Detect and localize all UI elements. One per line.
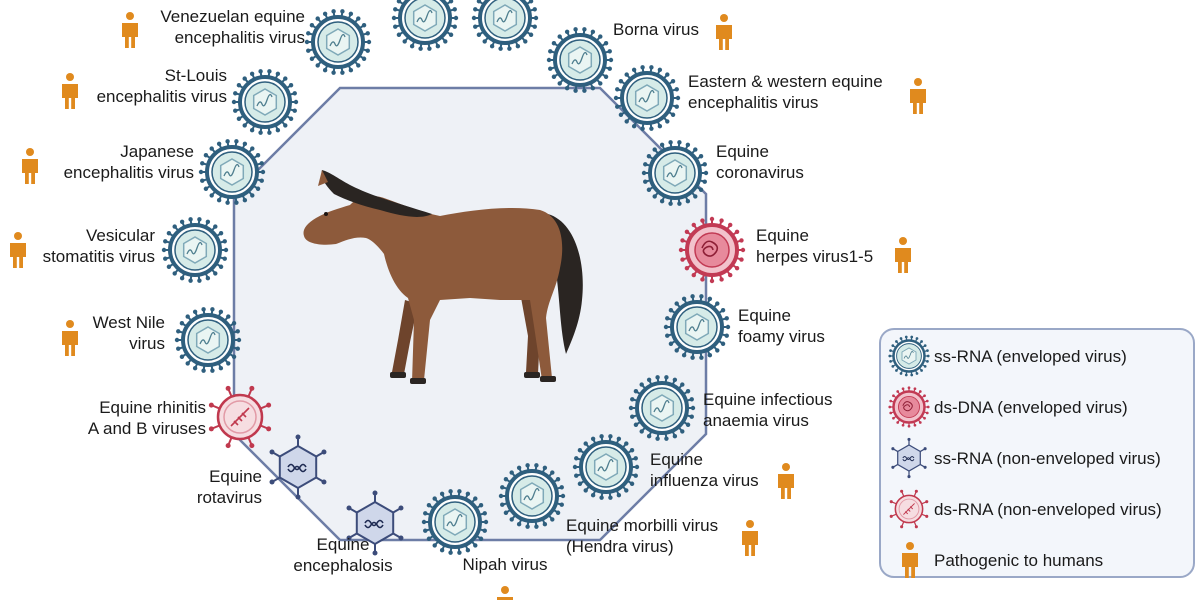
horse-mane: [321, 170, 432, 217]
virus-label-equine-corona: Equine: [716, 142, 769, 161]
legend: ss-RNA (enveloped virus) ds-DNA (envelope…: [879, 328, 1195, 578]
virus-label-equine-rotavirus: rotavirus: [197, 488, 262, 507]
legend-ssrna-enveloped-icon: [888, 335, 930, 377]
virus-label-japanese: Japanese: [120, 142, 194, 161]
virus-label-equine-influenza: Equine: [650, 450, 703, 469]
virus-equine-morbilli-icon: [498, 463, 566, 529]
virus-nipah-icon: [421, 489, 489, 555]
virus-top-left-unlabeled-icon: [391, 0, 459, 51]
human-pathogenic-icon: [10, 232, 26, 268]
human-pathogenic-icon: [62, 320, 78, 356]
legend-label-dsrna-nonenveloped: ds-RNA (non-enveloped virus): [934, 500, 1162, 519]
legend-box: [879, 328, 1195, 578]
virus-label-equine-infectious-anaemia: Equine infectious: [703, 390, 832, 409]
virus-equine-infectious-anaemia-icon: [628, 375, 696, 441]
human-pathogenic-icon: [62, 73, 78, 109]
virus-label-nipah: Nipah virus: [462, 555, 547, 574]
virus-label-vesicular: stomatitis virus: [43, 247, 155, 266]
horse-ear: [318, 170, 328, 186]
virus-vesicular-icon: [161, 217, 229, 283]
labels-layer: Venezuelan equine encephalitis virus Borna…: [43, 7, 883, 575]
virus-label-venezuelan: encephalitis virus: [175, 28, 305, 47]
human-pathogenic-icon: [716, 14, 732, 50]
legend-label-dsdna-enveloped: ds-DNA (enveloped virus): [934, 398, 1128, 417]
virus-label-west-nile: virus: [129, 334, 165, 353]
virus-label-equine-morbilli: (Hendra virus): [566, 537, 674, 556]
virus-equine-corona-icon: [641, 140, 709, 206]
virus-label-venezuelan: Venezuelan equine: [160, 7, 305, 26]
virus-label-equine-rotavirus: Equine: [209, 467, 262, 486]
human-pathogenic-icon: [742, 520, 758, 556]
virus-top-right-unlabeled-icon: [471, 0, 539, 51]
horse-body: [303, 196, 563, 382]
virus-label-equine-encephalosis: encephalosis: [293, 556, 392, 575]
virus-label-equine-foamy: Equine: [738, 306, 791, 325]
legend-dsdna-enveloped-icon: [888, 386, 930, 428]
human-pathogenic-icon: [122, 12, 138, 48]
virus-equine-rhinitis-icon: [208, 385, 272, 449]
virus-label-japanese: encephalitis virus: [64, 163, 194, 182]
virus-borna-icon: [546, 27, 614, 93]
virus-label-st-louis: St-Louis: [165, 66, 227, 85]
virus-equine-influenza-icon: [572, 434, 640, 500]
virus-label-eastern-western: Eastern & western equine: [688, 72, 883, 91]
virus-label-west-nile: West Nile: [93, 313, 165, 332]
legend-label-ssrna-enveloped: ss-RNA (enveloped virus): [934, 347, 1127, 366]
virus-equine-herpes-icon: [678, 216, 746, 284]
virus-equine-foamy-icon: [663, 294, 731, 360]
legend-items: ss-RNA (enveloped virus) ds-DNA (envelope…: [888, 335, 1162, 578]
virus-label-equine-encephalosis: Equine: [317, 535, 370, 554]
virus-japanese-icon: [198, 139, 266, 205]
virus-label-equine-rhinitis: Equine rhinitis: [99, 398, 206, 417]
viruses-layer: [161, 0, 746, 556]
legend-ssrna-nonenveloped-icon: [891, 437, 927, 479]
virus-label-borna: Borna virus: [613, 20, 699, 39]
virus-venezuelan-icon: [304, 9, 372, 75]
virus-label-vesicular: Vesicular: [86, 226, 155, 245]
legend-label-human: Pathogenic to humans: [934, 551, 1103, 570]
virus-equine-rotavirus-icon: [269, 434, 327, 500]
virus-label-equine-rhinitis: A and B viruses: [88, 419, 206, 438]
virus-st-louis-icon: [231, 69, 299, 135]
virus-label-equine-corona: coronavirus: [716, 163, 804, 182]
legend-human-icon: [902, 542, 918, 578]
virus-label-equine-influenza: influenza virus: [650, 471, 759, 490]
horse-illustration: [303, 170, 583, 384]
virus-label-equine-herpes: Equine: [756, 226, 809, 245]
virus-west-nile-icon: [174, 307, 242, 373]
legend-dsrna-nonenveloped-icon: [889, 489, 929, 529]
virus-equine-encephalosis-icon: [346, 490, 404, 556]
virus-eastern-western-icon: [613, 65, 681, 131]
virus-label-equine-infectious-anaemia: anaemia virus: [703, 411, 809, 430]
human-pathogenic-icon: [778, 463, 794, 499]
virus-label-st-louis: encephalitis virus: [97, 87, 227, 106]
virus-label-equine-foamy: foamy virus: [738, 327, 825, 346]
virus-label-equine-morbilli: Equine morbilli virus: [566, 516, 718, 535]
virus-label-eastern-western: encephalitis virus: [688, 93, 818, 112]
human-icons-layer: [10, 12, 926, 600]
human-pathogenic-icon: [22, 148, 38, 184]
legend-label-ssrna-nonenveloped: ss-RNA (non-enveloped virus): [934, 449, 1161, 468]
human-pathogenic-icon: [910, 78, 926, 114]
human-pathogenic-icon: [895, 237, 911, 273]
virus-label-equine-herpes: herpes virus1-5: [756, 247, 873, 266]
human-pathogenic-icon: [497, 586, 513, 600]
